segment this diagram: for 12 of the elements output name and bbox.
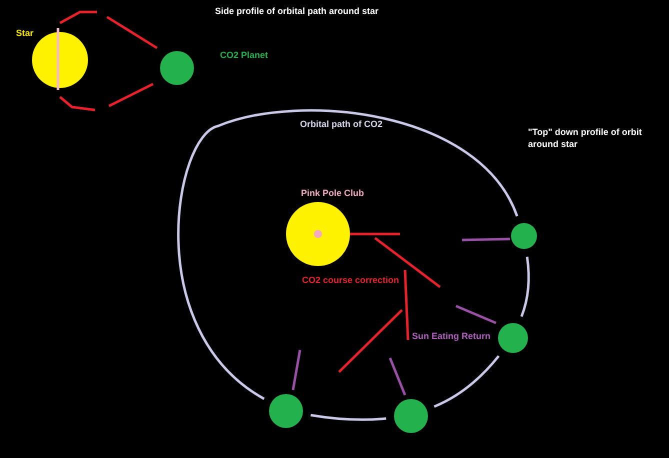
node-label: CO2 Planet <box>220 50 268 60</box>
node-label: Star <box>16 28 34 38</box>
orbit-path <box>310 414 386 421</box>
orbit-label: Orbital path of CO2 <box>300 119 383 129</box>
orbit-path <box>177 109 518 400</box>
orbit-path <box>520 256 530 318</box>
node-label: Pink Pole Club <box>301 188 364 198</box>
annotation: CO2 course correction <box>302 275 400 285</box>
orbit-path <box>434 355 500 408</box>
heading: "Top" down profile of orbit around star <box>528 126 643 150</box>
annotation: Sun Eating Return <box>412 331 490 341</box>
heading: Side profile of orbital path around star <box>215 6 379 16</box>
